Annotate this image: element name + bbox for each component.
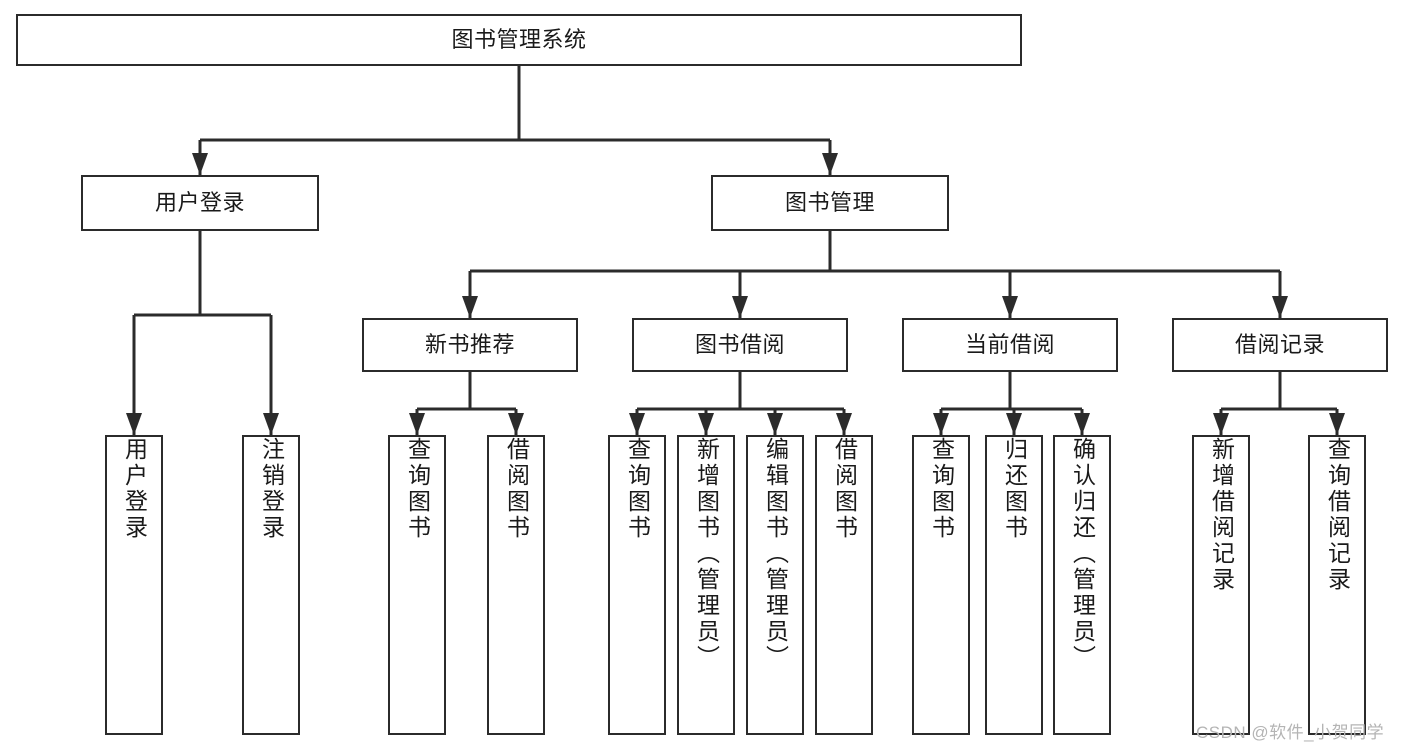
leaf-node-confirm-return-admin[interactable]: 确认归还（管理员） (1053, 435, 1111, 735)
node-label: 查询图书 (404, 437, 431, 541)
node-label: 借阅图书 (503, 437, 530, 541)
node-label: 查询借阅记录 (1324, 437, 1351, 593)
node-label: 确认归还（管理员） (1069, 437, 1096, 671)
node-user-login[interactable]: 用户登录 (81, 175, 319, 231)
node-new-book-recommendation[interactable]: 新书推荐 (362, 318, 578, 372)
leaf-node-query-book-borrow[interactable]: 查询图书 (608, 435, 666, 735)
node-label: 图书管理系统 (451, 26, 587, 52)
node-label: 借阅图书 (831, 437, 858, 541)
node-label: 查询图书 (928, 437, 955, 541)
node-label: 新增图书（管理员） (693, 437, 720, 671)
node-label: 新书推荐 (424, 331, 515, 357)
leaf-node-add-borrow-record[interactable]: 新增借阅记录 (1192, 435, 1250, 735)
node-label: 借阅记录 (1234, 331, 1325, 357)
node-borrowing-record[interactable]: 借阅记录 (1172, 318, 1388, 372)
node-label: 用户登录 (154, 189, 245, 215)
leaf-node-edit-book-admin[interactable]: 编辑图书（管理员） (746, 435, 804, 735)
node-label: 当前借阅 (964, 331, 1055, 357)
leaf-node-add-book-admin[interactable]: 新增图书（管理员） (677, 435, 735, 735)
leaf-node-return-book[interactable]: 归还图书 (985, 435, 1043, 735)
node-root-book-management-system[interactable]: 图书管理系统 (16, 14, 1022, 66)
node-label: 归还图书 (1001, 437, 1028, 541)
leaf-node-user-login[interactable]: 用户登录 (105, 435, 163, 735)
node-label: 注销登录 (258, 437, 285, 541)
node-label: 新增借阅记录 (1208, 437, 1235, 593)
node-label: 用户登录 (121, 437, 148, 541)
csdn-watermark: CSDN @软件_小贺同学 (1196, 723, 1385, 742)
leaf-node-borrow-book[interactable]: 借阅图书 (815, 435, 873, 735)
node-label: 图书管理 (784, 189, 875, 215)
leaf-node-query-book-recommend[interactable]: 查询图书 (388, 435, 446, 735)
node-label: 图书借阅 (694, 331, 785, 357)
leaf-node-borrow-book-recommend[interactable]: 借阅图书 (487, 435, 545, 735)
node-book-borrowing[interactable]: 图书借阅 (632, 318, 848, 372)
node-book-management[interactable]: 图书管理 (711, 175, 949, 231)
node-current-borrowing[interactable]: 当前借阅 (902, 318, 1118, 372)
leaf-node-logout-login[interactable]: 注销登录 (242, 435, 300, 735)
node-label: 查询图书 (624, 437, 651, 541)
leaf-node-query-book-current[interactable]: 查询图书 (912, 435, 970, 735)
node-label: 编辑图书（管理员） (762, 437, 789, 671)
leaf-node-query-borrow-record[interactable]: 查询借阅记录 (1308, 435, 1366, 735)
